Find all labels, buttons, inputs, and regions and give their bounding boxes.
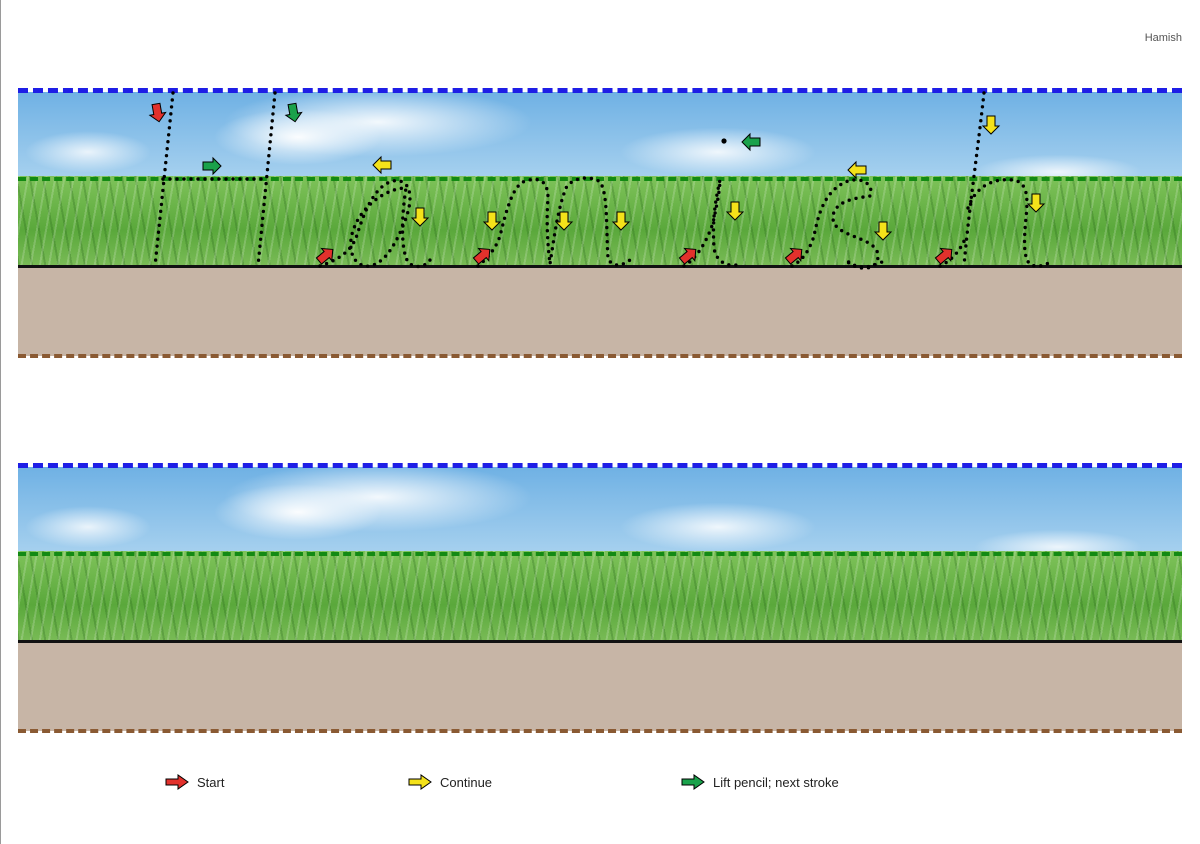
- start-arrow-icon: [315, 247, 334, 265]
- continue-arrow-icon: [611, 211, 631, 231]
- ground-background: [18, 268, 1182, 356]
- letter-s: [790, 178, 884, 270]
- top-guide-line: [18, 463, 1182, 468]
- ground-background: [18, 643, 1182, 731]
- letter-i-dot: [721, 138, 727, 144]
- letter-i-stem: [682, 179, 742, 268]
- continue-arrow-icon: [408, 774, 432, 790]
- legend-item-lift-pencil: Lift pencil; next stroke: [681, 774, 839, 790]
- start-arrow-icon: [148, 102, 167, 123]
- start-arrow-icon: [784, 247, 803, 265]
- baseline-guide: [18, 265, 1182, 268]
- legend-item-start: Start: [165, 774, 224, 790]
- start-arrow-icon: [934, 247, 953, 265]
- continue-arrow-icon: [410, 207, 430, 227]
- continue-arrow-icon: [847, 160, 867, 180]
- lift-pencil-arrow-icon: [741, 132, 761, 152]
- continue-arrow-icon: [725, 201, 745, 221]
- continue-arrow-icon: [372, 155, 392, 175]
- legend: Start Continue Lift pencil; next stroke: [0, 774, 1200, 794]
- grass-background: [18, 551, 1182, 641]
- start-arrow-icon: [165, 774, 189, 790]
- legend-label-start: Start: [197, 774, 225, 790]
- start-arrow-icon: [678, 247, 697, 265]
- legend-label-lift-pencil: Lift pencil; next stroke: [713, 774, 839, 790]
- letter-h-lower-ascender: [962, 91, 986, 268]
- legend-item-continue: Continue: [408, 774, 492, 790]
- grass-background: [18, 176, 1182, 266]
- practice-band-traced: [18, 88, 1182, 358]
- lift-pencil-arrow-icon: [202, 156, 222, 176]
- baseline-guide: [18, 640, 1182, 643]
- letter-h-lower-bowl: [966, 178, 1052, 268]
- sky-background: [18, 467, 1182, 557]
- top-guide-line: [18, 88, 1182, 93]
- letter-h-upper-right-stroke: [256, 91, 277, 268]
- continue-arrow-icon: [981, 115, 1001, 135]
- start-arrow-icon: [472, 247, 491, 265]
- page-left-edge: [0, 0, 1, 844]
- continue-arrow-icon: [873, 221, 893, 241]
- descender-guide-line: [18, 729, 1182, 733]
- letter-h-upper-left-stroke: [153, 91, 175, 268]
- student-name-label: Hamish: [1144, 32, 1182, 44]
- legend-label-continue: Continue: [440, 774, 493, 790]
- letter-h-lower-lead-in: [938, 234, 968, 268]
- descender-guide-line: [18, 354, 1182, 358]
- lift-pencil-arrow-icon: [681, 774, 705, 790]
- continue-arrow-icon: [482, 211, 502, 231]
- continue-arrow-icon: [1026, 193, 1046, 213]
- midline-guide: [18, 177, 1182, 181]
- letter-m: [476, 176, 632, 268]
- midline-guide: [18, 552, 1182, 556]
- practice-band-blank: [18, 463, 1182, 733]
- lift-pencil-arrow-icon: [284, 102, 303, 123]
- letter-a: [318, 179, 432, 269]
- handwriting-tracing: [148, 91, 1052, 270]
- continue-arrow-icon: [554, 211, 574, 231]
